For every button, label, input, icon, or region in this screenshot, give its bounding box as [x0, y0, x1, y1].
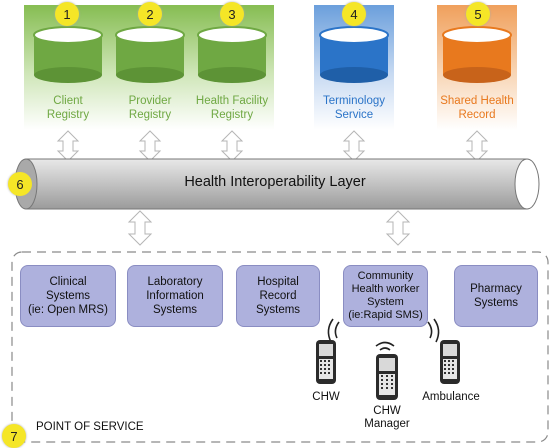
badge-2: 2: [138, 2, 162, 26]
system-pharmacy: Pharmacy Systems: [454, 265, 538, 327]
database-cylinder-1: [33, 26, 103, 83]
badge-6: 6: [8, 172, 32, 196]
double-arrow-5: [465, 130, 489, 162]
device-label-chw-manager: CHW Manager: [364, 405, 410, 430]
phone-icon-chw: [316, 340, 336, 384]
device-label-chw: CHW: [312, 391, 340, 403]
badge-5: 5: [466, 2, 490, 26]
double-arrow-1: [56, 130, 80, 162]
registry-label-client: Client Registry: [46, 95, 90, 121]
registry-label-terminology: Terminology Service: [323, 95, 385, 121]
badge-4: 4: [342, 2, 366, 26]
registry-label-provider: Provider Registry: [128, 95, 172, 121]
double-arrow-3: [220, 130, 244, 162]
badge-1: 1: [55, 2, 79, 26]
registry-label-shared-record: Shared Health Record: [440, 95, 514, 121]
system-clinical: Clinical Systems (ie: Open MRS): [20, 265, 116, 327]
badge-7: 7: [2, 424, 26, 448]
system-hospital-record: Hospital Record Systems: [236, 265, 320, 327]
double-arrow-4: [342, 130, 366, 162]
point-of-service-frame: [11, 251, 549, 443]
layer-label: Health Interoperability Layer: [184, 174, 366, 190]
database-cylinder-4: [319, 26, 389, 83]
badge-3: 3: [220, 2, 244, 26]
database-cylinder-5: [442, 26, 512, 83]
device-label-ambulance: Ambulance: [422, 391, 480, 403]
phone-icon-chw-manager: [376, 354, 398, 400]
system-community-health-worker: Community Health worker System (ie:Rapid…: [343, 265, 428, 327]
signal-waves: [327, 318, 440, 351]
system-laboratory: Laboratory Information Systems: [127, 265, 223, 327]
registry-label-facility: Health Facility Registry: [195, 95, 269, 121]
database-cylinder-2: [115, 26, 185, 83]
double-arrow-2: [138, 130, 162, 162]
double-arrow-pos-right: [385, 210, 411, 246]
point-of-service-label: POINT OF SERVICE: [36, 421, 144, 433]
double-arrow-pos-left: [127, 210, 153, 246]
database-cylinder-3: [197, 26, 267, 83]
phone-icon-ambulance: [440, 340, 460, 384]
